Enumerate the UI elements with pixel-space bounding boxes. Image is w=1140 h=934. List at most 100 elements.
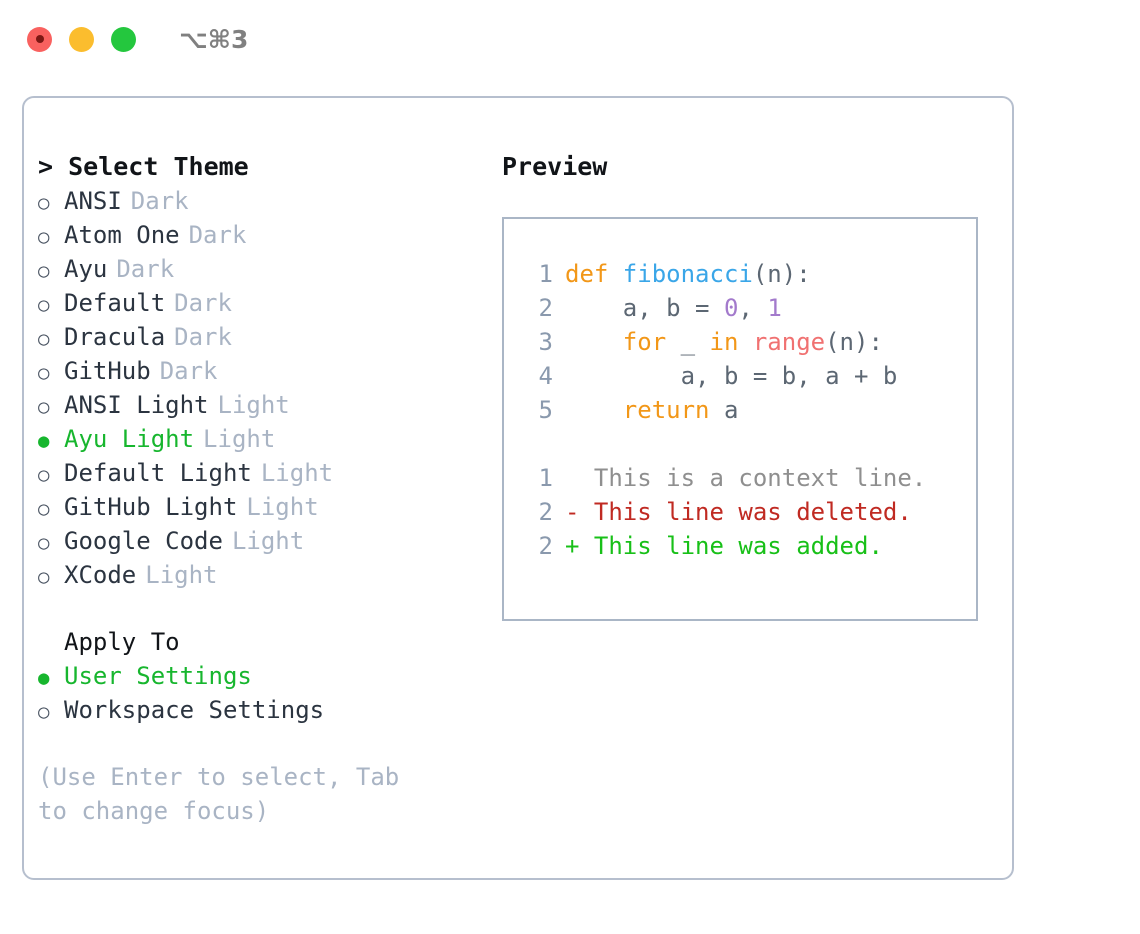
- theme-name: Default Light: [64, 459, 252, 487]
- code-token-var: a: [723, 396, 739, 424]
- theme-name: Atom One: [64, 221, 180, 249]
- diff-text: This is a context line.: [579, 464, 927, 492]
- line-number: 1: [538, 464, 553, 492]
- diff-line: 1 This is a context line.: [504, 461, 976, 495]
- code-token-kw: for: [565, 328, 681, 356]
- apply-to-group: Apply To ● User Settings ○Workspace Settin…: [38, 625, 478, 727]
- radio-selected-icon: ●: [38, 667, 50, 689]
- theme-name: Ayu Light: [64, 425, 195, 453]
- radio-unselected-icon: ○: [38, 566, 50, 588]
- theme-variant-tag: Dark: [159, 357, 218, 385]
- panel-title: > Select Theme: [38, 152, 249, 181]
- theme-option-default[interactable]: ○ Default Dark: [38, 286, 478, 320]
- theme-variant-tag: Dark: [130, 187, 189, 215]
- code-text: for _ in range(n):: [565, 325, 883, 359]
- theme-option-atom-one[interactable]: ○ Atom One Dark: [38, 218, 478, 252]
- radio-unselected-icon: ○: [38, 362, 50, 384]
- close-dot-icon: [35, 35, 44, 43]
- apply-to-title: Apply To: [64, 628, 180, 656]
- diff-sample: 1 This is a context line. 2- This line wa…: [504, 461, 976, 563]
- diff-line: 2 + This line was added.: [504, 529, 976, 563]
- diff-marker: -: [565, 498, 580, 526]
- code-token-bi: range: [752, 328, 826, 356]
- code-token-var: a, b = b, a + b: [565, 362, 898, 390]
- theme-name: Dracula: [64, 323, 166, 351]
- code-token-var: _: [680, 328, 710, 356]
- close-window-icon[interactable]: [27, 26, 52, 52]
- code-token-pun: (n):: [825, 328, 883, 356]
- theme-variant-tag: Light: [145, 561, 218, 589]
- line-number: 4: [538, 362, 553, 390]
- theme-name: GitHub Light: [64, 493, 238, 521]
- code-token-kw: return: [565, 396, 724, 424]
- diff-text: This line was deleted.: [579, 498, 912, 526]
- minimize-window-icon[interactable]: [69, 26, 94, 52]
- keyboard-hint: (Use Enter to select, Tab to change focu…: [38, 763, 400, 825]
- keyboard-shortcut-label: ⌥⌘3: [179, 24, 249, 54]
- code-token-kw: in: [709, 328, 753, 356]
- apply-to-option-workspace-settings[interactable]: ○Workspace Settings: [38, 693, 478, 727]
- theme-variant-tag: Dark: [174, 289, 232, 317]
- apply-to-option-user-settings[interactable]: ● User Settings: [38, 659, 478, 693]
- code-token-pun: (n):: [752, 260, 811, 288]
- line-number: 5: [538, 396, 553, 424]
- line-number: 2: [538, 294, 553, 322]
- code-token-num: 1: [767, 294, 782, 322]
- diff-text: This line was added.: [579, 532, 883, 560]
- apply-to-list: ● User Settings ○Workspace Settings: [38, 659, 478, 727]
- theme-variant-tag: Light: [203, 425, 276, 453]
- code-token-fn: fibonacci: [622, 260, 753, 288]
- line-number: 1: [538, 260, 553, 288]
- radio-selected-icon: ●: [38, 430, 50, 452]
- diff-marker: +: [565, 532, 580, 560]
- radio-unselected-icon: ○: [38, 328, 50, 350]
- preview-title: Preview: [502, 152, 608, 181]
- theme-name: XCode: [64, 561, 137, 589]
- code-text: a, b = b, a + b: [565, 359, 898, 393]
- theme-variant-tag: Dark: [116, 255, 175, 283]
- theme-name: Default: [64, 289, 166, 317]
- theme-name: Ayu: [64, 255, 108, 283]
- code-token-var: a, b =: [565, 294, 724, 322]
- code-line: 1 def fibonacci(n):: [504, 257, 976, 291]
- code-token-num: 0: [723, 294, 739, 322]
- line-number: 3: [538, 328, 553, 356]
- radio-unselected-icon: ○: [38, 464, 50, 486]
- code-line: 4 a, b = b, a + b: [504, 359, 976, 393]
- maximize-window-icon[interactable]: [111, 26, 136, 52]
- theme-option-dracula[interactable]: ○ Dracula Dark: [38, 320, 478, 354]
- apply-to-label: User Settings: [64, 662, 252, 690]
- theme-option-ayu-light[interactable]: ● Ayu Light Light: [38, 422, 478, 456]
- theme-name: Google Code: [64, 527, 223, 555]
- theme-option-ayu[interactable]: ○ Ayu Dark: [38, 252, 478, 286]
- theme-name: GitHub: [64, 357, 151, 385]
- title-bar: ⌥⌘3: [0, 0, 1140, 78]
- code-token-pun: ,: [738, 294, 768, 322]
- radio-unselected-icon: ○: [38, 532, 50, 554]
- radio-unselected-icon: ○: [38, 226, 50, 248]
- theme-variant-tag: Dark: [188, 221, 247, 249]
- theme-variant-tag: Dark: [174, 323, 232, 351]
- theme-option-github[interactable]: ○ GitHub Dark: [38, 354, 478, 388]
- radio-unselected-icon: ○: [38, 260, 50, 282]
- theme-variant-tag: Light: [231, 527, 305, 555]
- theme-option-google-code[interactable]: ○ Google Code Light: [38, 524, 478, 558]
- code-line: 5 return a: [504, 393, 976, 427]
- line-number: 2: [538, 532, 553, 560]
- code-token-kw: def: [565, 260, 623, 288]
- radio-unselected-icon: ○: [38, 192, 50, 214]
- theme-variant-tag: Light: [217, 391, 290, 419]
- theme-option-xcode[interactable]: ○ XCode Light: [38, 558, 478, 592]
- theme-name: ANSI Light: [64, 391, 209, 419]
- radio-unselected-icon: ○: [38, 294, 50, 316]
- code-text: def fibonacci(n):: [565, 257, 811, 291]
